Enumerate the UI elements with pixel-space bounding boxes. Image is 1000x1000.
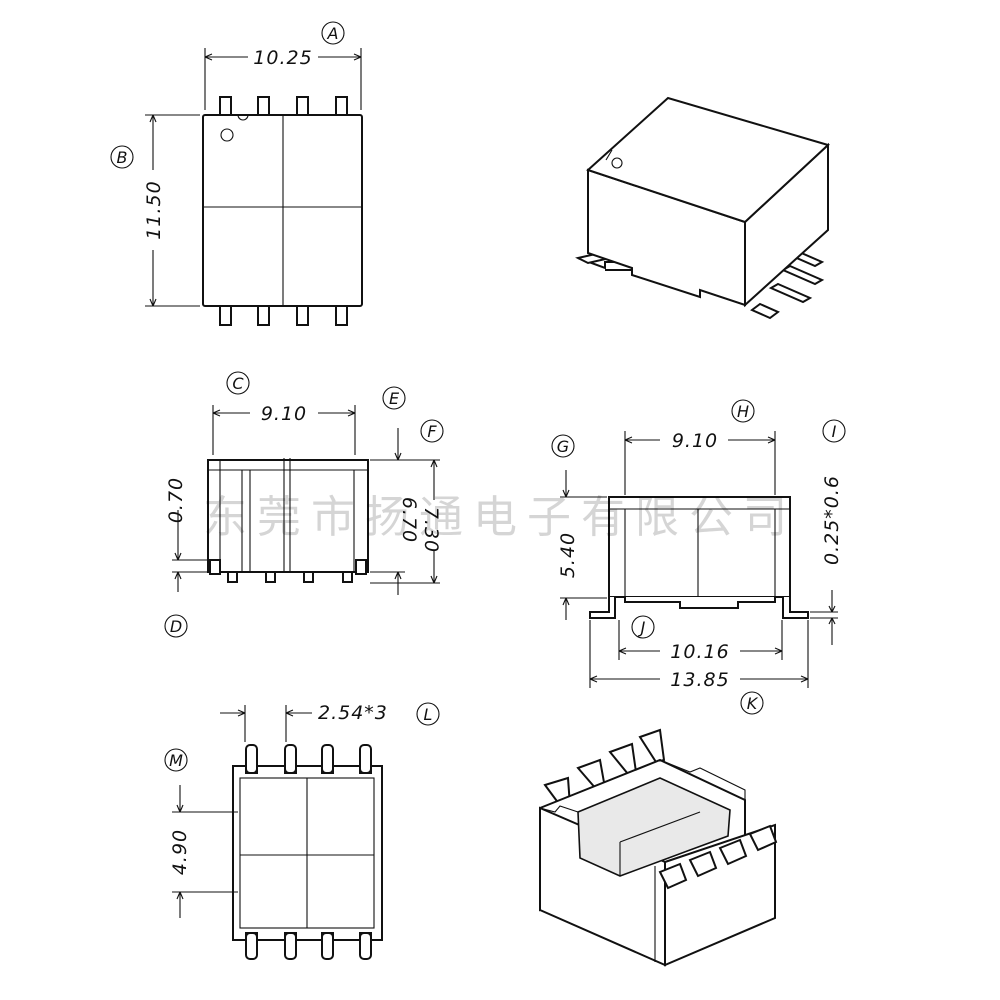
watermark-text: 东莞市扬通电子有限公司 [203,492,797,543]
marker-c: C [232,374,244,393]
front-view: 9.10 H 5.40 G 0.25*0.6 I 10.16 J [551,399,846,715]
iso-bottom-view [539,728,778,967]
dim-front-width: 9.10 [672,430,718,452]
dim-front-height: 5.40 [557,532,579,578]
dim-front-inner-width: 10.16 [670,641,729,663]
dim-side-height-b: 7.30 [420,507,442,553]
bottom-view: 2.54*3 L 4.90 M [164,702,440,960]
dim-pin-spec: 0.25*0.6 [821,475,843,565]
dim-bottom-height: 4.90 [169,829,191,875]
marker-e: E [389,389,400,408]
dim-side-offset: 0.70 [165,477,187,523]
marker-d: D [170,617,182,636]
marker-l: L [424,705,433,724]
dim-side-width: 9.10 [261,403,307,425]
marker-f: F [427,422,437,441]
dim-front-outer-width: 13.85 [670,669,729,691]
dim-top-width: 10.25 [253,47,312,69]
iso-pin1-dot-icon [611,157,623,169]
marker-j: J [638,618,646,637]
marker-a: A [327,24,339,43]
marker-h: H [737,402,749,421]
iso-top-view [575,96,830,320]
dim-side-height-a: 6.70 [398,497,420,543]
dim-pin-pitch: 2.54*3 [318,702,388,724]
marker-g: G [557,437,569,456]
pin1-dot-icon [220,128,234,142]
marker-i: I [832,422,837,441]
marker-k: K [747,694,759,713]
top-view: 10.25 A 11.50 B [110,21,363,326]
marker-m: M [169,751,183,770]
marker-b: B [117,148,128,167]
dim-top-height: 11.50 [143,180,165,239]
side-view: 9.10 C E F 6.70 7.30 0.70 D [164,371,444,638]
